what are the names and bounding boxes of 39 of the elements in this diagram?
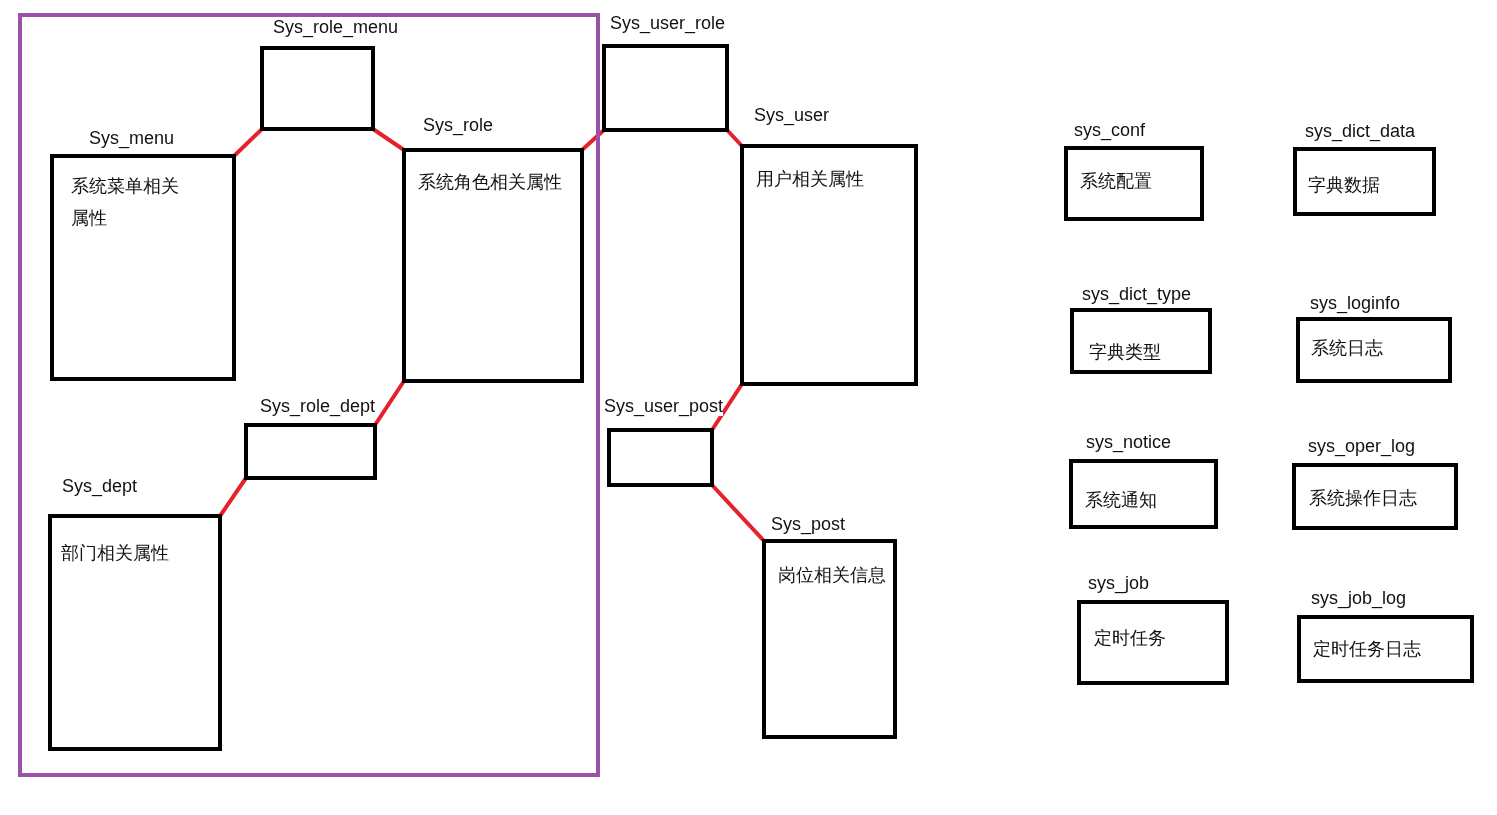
table-name: Sys_role_menu <box>273 17 399 37</box>
table-name: Sys_role_dept <box>260 396 376 416</box>
table-name: sys_oper_log <box>1308 436 1416 456</box>
table-name: sys_loginfo <box>1310 293 1401 313</box>
table-name: Sys_post <box>771 514 846 534</box>
connector-line <box>218 476 248 518</box>
table-name: Sys_dept <box>62 476 138 496</box>
table-name: Sys_user_role <box>610 13 726 33</box>
table-description: 系统角色相关属性 <box>418 171 562 194</box>
table-description: 字典类型 <box>1089 341 1161 364</box>
table-description: 部门相关属性 <box>61 542 169 565</box>
table-name: sys_notice <box>1086 432 1172 452</box>
connector-line <box>580 128 606 152</box>
table-description: 系统菜单相关属性 <box>71 175 180 230</box>
table-description: 用户相关属性 <box>756 168 864 191</box>
table-name: sys_job_log <box>1311 588 1407 608</box>
connector-line <box>232 127 264 158</box>
table-name: Sys_menu <box>89 128 175 148</box>
connector-line <box>371 127 406 152</box>
table-name: Sys_user_post <box>604 396 724 416</box>
table-name: sys_dict_data <box>1305 121 1416 141</box>
table-description: 系统配置 <box>1080 170 1152 193</box>
table-description: 系统操作日志 <box>1309 487 1417 510</box>
table-description: 字典数据 <box>1308 174 1380 197</box>
connector-line <box>725 128 744 148</box>
table-description: 定时任务 <box>1094 627 1166 650</box>
table-name: Sys_user <box>754 105 830 125</box>
table-name: sys_dict_type <box>1082 284 1192 304</box>
connector-line <box>373 379 406 427</box>
table-description: 定时任务日志 <box>1313 638 1421 661</box>
table-name: Sys_role <box>423 115 494 135</box>
table-name: sys_job <box>1088 573 1150 593</box>
table-name: sys_conf <box>1074 120 1146 140</box>
module-frame <box>18 13 600 777</box>
table-description: 系统日志 <box>1311 337 1383 360</box>
table-description: 系统通知 <box>1085 489 1157 512</box>
table-description: 岗位相关信息 <box>778 564 886 587</box>
connector-line <box>710 382 744 432</box>
connector-line <box>710 483 766 543</box>
